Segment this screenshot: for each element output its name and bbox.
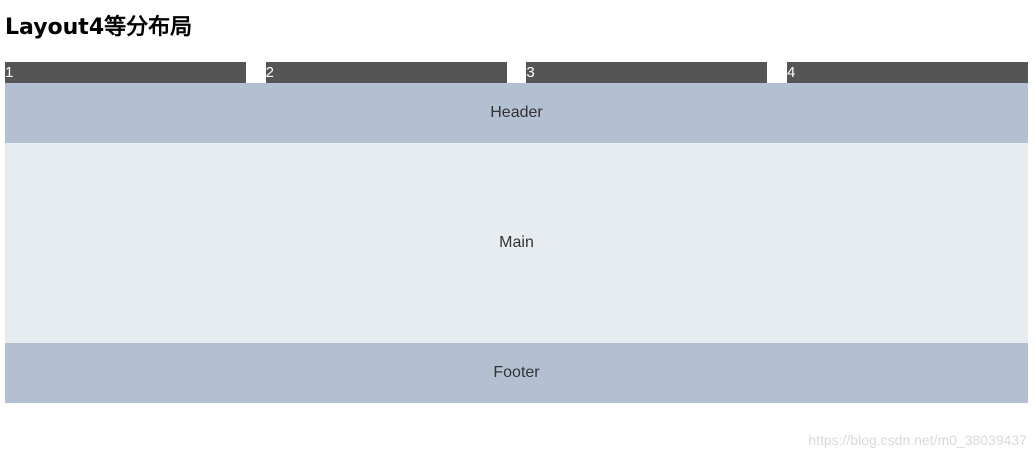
grid-cell-4: 4 [786, 62, 1028, 83]
grid-cell-3: 3 [526, 62, 768, 83]
four-column-grid: 1 2 3 4 [5, 62, 1028, 83]
main-section: Main [5, 143, 1028, 343]
grid-cell-2: 2 [265, 62, 507, 83]
footer-section: Footer [5, 343, 1028, 403]
header-section: Header [5, 83, 1028, 143]
header-label: Header [490, 104, 543, 121]
footer-label: Footer [493, 364, 540, 381]
main-label: Main [499, 234, 534, 251]
page-title: Layout4等分布局 [5, 15, 193, 40]
watermark-url: https://blog.csdn.net/m0_38039437 [808, 432, 1027, 448]
grid-cell-1: 1 [5, 62, 246, 83]
